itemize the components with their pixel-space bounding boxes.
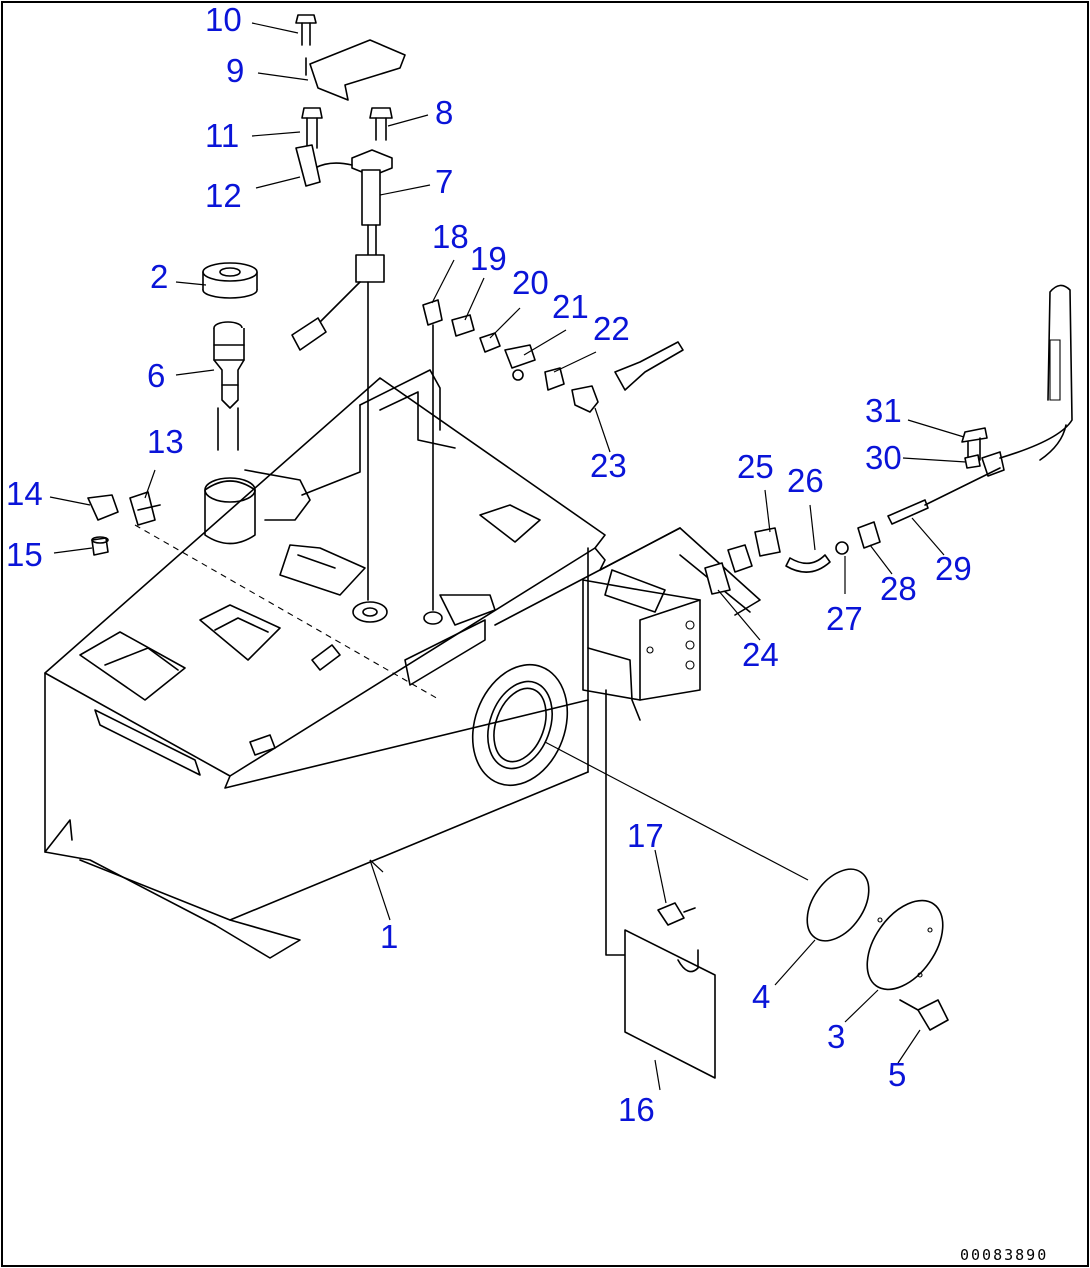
- callout-3: 3: [827, 1018, 845, 1055]
- callout-10: 10: [205, 1, 242, 38]
- callout-21: 21: [552, 288, 589, 325]
- leader-lines: [49, 22, 967, 1091]
- callout-20: 20: [512, 264, 549, 301]
- callout-15: 15: [6, 536, 43, 573]
- callout-8: 8: [435, 94, 453, 131]
- drain-line-parts: [704, 284, 1073, 595]
- callout-17: 17: [627, 817, 664, 854]
- tank-body: [44, 369, 761, 959]
- callout-25: 25: [737, 448, 774, 485]
- side-cover-plate: [605, 689, 716, 1079]
- callout-24: 24: [742, 636, 779, 673]
- callout-11: 11: [205, 117, 239, 154]
- callout-18: 18: [432, 218, 469, 255]
- left-small-parts: [87, 491, 161, 556]
- callout-2: 2: [150, 258, 168, 295]
- callout-31: 31: [865, 392, 902, 429]
- callout-27: 27: [826, 600, 863, 637]
- callout-13: 13: [147, 423, 184, 460]
- callout-22: 22: [593, 310, 630, 347]
- inspection-cover-parts: [544, 741, 949, 1031]
- callout-1: 1: [380, 918, 398, 955]
- callout-4: 4: [752, 978, 770, 1015]
- callout-7: 7: [435, 163, 453, 200]
- drawing-number: 00083890: [960, 1246, 1048, 1264]
- filler-cap: [202, 262, 258, 299]
- callout-26: 26: [787, 462, 824, 499]
- callout-5: 5: [888, 1056, 906, 1093]
- upper-fittings: [422, 299, 684, 611]
- callout-12: 12: [205, 177, 242, 214]
- filler-strainer: [213, 321, 245, 451]
- level-sensor: [291, 149, 393, 601]
- top-fasteners: [295, 14, 406, 187]
- callout-9: 9: [226, 52, 244, 89]
- callout-19: 19: [470, 240, 507, 277]
- callout-labels: 1 2 3 4 5 6 7 8 9 10 11 12 13 14 15 16 1…: [6, 1, 972, 1128]
- callout-6: 6: [147, 357, 165, 394]
- callout-30: 30: [865, 439, 902, 476]
- callout-28: 28: [880, 570, 917, 607]
- callout-23: 23: [590, 447, 627, 484]
- callout-14: 14: [6, 475, 43, 512]
- callout-29: 29: [935, 550, 972, 587]
- callout-16: 16: [618, 1091, 655, 1128]
- assembly-centerline: [134, 524, 441, 701]
